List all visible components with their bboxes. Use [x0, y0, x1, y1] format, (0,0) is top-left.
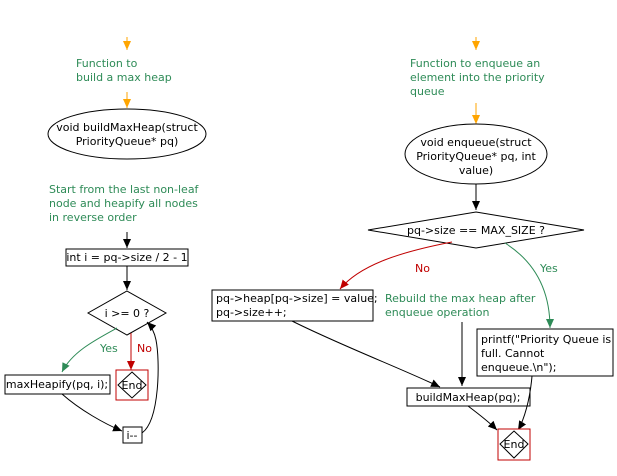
svg-text:Function to: Function to	[76, 57, 138, 70]
right-no-branch: No	[339, 241, 453, 290]
right-end-node: End	[497, 428, 531, 461]
svg-text:maxHeapify(pq, i);: maxHeapify(pq, i);	[6, 378, 108, 391]
left-no-branch: No	[127, 333, 152, 370]
svg-text:enqueue.\n");: enqueue.\n");	[481, 361, 556, 374]
right-yes-branch: Yes	[504, 242, 558, 329]
svg-text:void enqueue(struct: void enqueue(struct	[420, 136, 532, 149]
right-function-comment: Function to enqueue an element into the …	[410, 57, 545, 98]
left-decrement-node: i--	[122, 426, 143, 444]
svg-text:Yes: Yes	[99, 342, 118, 355]
svg-text:Yes: Yes	[539, 262, 558, 275]
svg-text:pq->size++;: pq->size++;	[216, 306, 287, 319]
left-arrow-to-decrement	[61, 393, 123, 432]
right-condition-node: pq->size == MAX_SIZE ?	[367, 211, 585, 249]
svg-text:buildMaxHeap(pq);: buildMaxHeap(pq);	[416, 391, 521, 404]
right-build-node: buildMaxHeap(pq);	[406, 387, 531, 407]
left-condition-node: i >= 0 ?	[86, 290, 168, 336]
right-rebuild-comment: Rebuild the max heap after enqueue opera…	[385, 292, 536, 319]
right-arrow-assign-to-build	[291, 320, 441, 388]
svg-text:Start from the last non-leaf: Start from the last non-leaf	[49, 183, 200, 196]
svg-text:Function to enqueue an: Function to enqueue an	[410, 57, 540, 70]
svg-text:pq->heap[pq->size] = value;: pq->heap[pq->size] = value;	[216, 292, 378, 305]
svg-text:full. Cannot: full. Cannot	[481, 347, 545, 360]
svg-text:i >= 0 ?: i >= 0 ?	[105, 307, 150, 320]
svg-text:void buildMaxHeap(struct: void buildMaxHeap(struct	[56, 121, 198, 134]
svg-text:Rebuild the max heap after: Rebuild the max heap after	[385, 292, 536, 305]
svg-text:PriorityQueue* pq): PriorityQueue* pq)	[76, 135, 179, 148]
right-function-signature-node: void enqueue(struct PriorityQueue* pq, i…	[404, 123, 548, 185]
right-arrow-printf-to-end	[517, 375, 533, 431]
svg-text:element into the priority: element into the priority	[410, 71, 545, 84]
svg-text:No: No	[415, 262, 430, 275]
right-arrow-build-to-end	[467, 405, 498, 431]
svg-text:printf("Priority Queue is: printf("Priority Queue is	[481, 333, 611, 346]
left-function-comment: Function to build a max heap	[76, 57, 172, 84]
left-start-comment: Start from the last non-leaf node and he…	[49, 183, 200, 224]
svg-text:End: End	[122, 379, 143, 392]
svg-text:enqueue operation: enqueue operation	[385, 306, 490, 319]
left-loop-back-edge	[141, 321, 159, 434]
left-function-signature-node: void buildMaxHeap(struct PriorityQueue* …	[47, 108, 207, 160]
svg-text:int i = pq->size / 2 - 1: int i = pq->size / 2 - 1	[66, 251, 187, 264]
right-assign-node: pq->heap[pq->size] = value; pq->size++;	[211, 289, 378, 322]
svg-text:build a max heap: build a max heap	[76, 71, 172, 84]
svg-text:pq->size == MAX_SIZE ?: pq->size == MAX_SIZE ?	[407, 224, 545, 237]
svg-text:No: No	[137, 342, 152, 355]
svg-text:node and heapify all nodes: node and heapify all nodes	[49, 197, 198, 210]
svg-text:PriorityQueue* pq, int: PriorityQueue* pq, int	[416, 150, 536, 163]
svg-text:i--: i--	[127, 429, 138, 442]
svg-text:in reverse order: in reverse order	[49, 211, 137, 224]
left-heapify-node: maxHeapify(pq, i);	[4, 374, 111, 395]
svg-text:End: End	[504, 438, 525, 451]
right-printf-node: printf("Priority Queue is full. Cannot e…	[476, 328, 614, 377]
left-yes-branch: Yes	[61, 327, 118, 373]
svg-text:value): value)	[459, 164, 493, 177]
left-end-node: End	[115, 369, 149, 401]
left-init-node: int i = pq->size / 2 - 1	[65, 248, 189, 267]
svg-text:queue: queue	[410, 85, 445, 98]
